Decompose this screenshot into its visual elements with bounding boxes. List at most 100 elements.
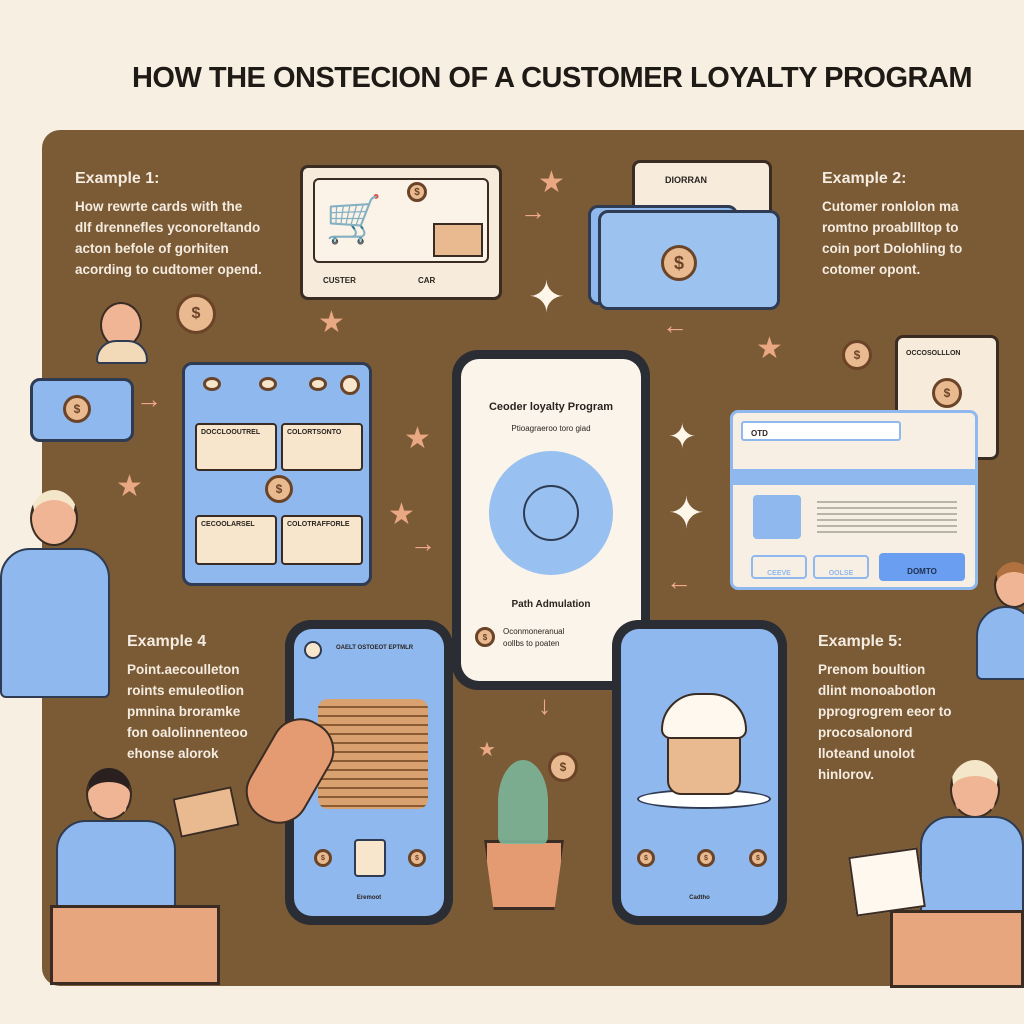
button-label: OOLSE [828,570,854,577]
card-label: DIORRAN [665,175,707,185]
coin-icon: $ [265,475,293,503]
phone-label: Eremoot [356,895,382,901]
sparkle-icon: ✦ [528,273,565,322]
button-label: CEEVE [767,570,791,577]
shopping-cart-icon: 🛒 [325,193,383,245]
lock-icon [354,839,386,877]
example-line: procosalonord [818,725,913,740]
card-label: CAR [418,276,436,285]
dot-icon [259,377,277,391]
app-title: Ceoder loyalty Program [488,401,614,413]
plant-leaves [498,760,548,844]
address-bar[interactable]: OTD [741,421,901,441]
star-icon: ★ [116,470,143,503]
example-line: Point.aecoulleton [127,662,240,677]
reward-box: DOCCLOOUTREL [195,423,277,471]
menu-icon [304,641,322,659]
coin-icon: $ [548,752,578,782]
star-icon: ★ [756,332,783,365]
plant-pot [484,840,564,910]
dot-icon [203,377,221,391]
box-label: COLORTSONTO [287,429,342,436]
app-subtitle: Ptioagraeroo toro giad [511,424,591,433]
card-label: OCCOSOLLLON [906,350,961,357]
browser-button[interactable]: OOLSE [813,555,869,579]
coin-icon: $ [63,395,91,423]
person-head [86,768,132,820]
example-line: acording to cudtomer opend. [75,262,262,277]
text-lines [817,501,957,533]
example-line: acton befole of gorhiten [75,241,229,256]
example-line: ehonse alorok [127,746,219,761]
footer-line: Oconmoneranual [503,627,565,636]
coin-icon: $ [637,849,655,867]
star-icon: ★ [404,422,431,455]
example-line: coin port Dolohling to [822,241,963,256]
example-heading: Example 1: [75,170,160,187]
dial-center [523,485,579,541]
arrow-icon: ↓ [538,690,551,720]
example-line: How rewrte cards with the [75,199,243,214]
arrow-icon: → [410,528,436,558]
example-line: cotomer opont. [822,262,921,277]
dot-icon [340,375,360,395]
arrow-icon: ← [666,566,692,596]
example-line: lloteand unolot [818,746,915,761]
done-button[interactable]: DOMTO [879,553,965,581]
badge-icon: $ [932,378,962,408]
card-label: CUSTER [323,276,356,285]
sparkle-icon: ✦ [668,489,705,538]
example-line: dlint monoabotlon [818,683,936,698]
example-line: romtno proabllltop to [822,220,959,235]
woman-head [30,490,78,546]
envelope-icon [433,223,483,257]
browser-window: OTD CEEVE OOLSE DOMTO [730,410,978,590]
coin-icon: $ [176,294,216,334]
cupcake-icon [667,729,741,795]
reward-card: $ [598,210,780,310]
woman-body [0,548,110,698]
counter [890,910,1024,988]
example-heading: Example 5: [818,633,903,650]
example-heading: Example 2: [822,170,907,187]
reward-box: COLORTSONTO [281,423,363,471]
example-2: Example 2: Cutomer ronlolon ma romtno pr… [822,170,962,280]
arrow-icon: → [520,196,546,226]
browser-bar [733,469,975,485]
page-title: HOW THE ONSTECION OF A CUSTOMER LOYALTY … [131,62,973,94]
image-placeholder [753,495,801,539]
example-1: Example 1: How rewrte cards with the dlf… [75,170,262,280]
phone-points: OAELT OSTOEOT EPTMLR $ $ Eremoot [285,620,453,925]
path-label: Path Admulation [511,599,591,610]
star-icon: ★ [388,498,415,531]
coin-icon: $ [842,340,872,370]
man-head [950,760,1000,818]
example-line: pprogrogrem eeor to [818,704,952,719]
example-heading: Example 4 [127,633,207,650]
frosting [661,693,747,739]
small-card: $ [30,378,134,442]
example-5: Example 5: Prenom boultion dlint monoabo… [818,633,952,785]
rewards-panel: DOCCLOOUTREL COLORTSONTO CECOOLARSEL COL… [182,362,372,586]
coin-icon: $ [407,182,427,202]
reward-box: COLOTRAFFORLE [281,515,363,565]
arrow-icon: ← [662,310,688,340]
sparkle-icon: ✦ [668,418,697,456]
example-line: Prenom boultion [818,662,926,677]
phone-label: Cadtho [689,895,710,901]
browser-button[interactable]: CEEVE [751,555,807,579]
address-text: OTD [751,429,768,438]
reward-box: CECOOLARSEL [195,515,277,565]
star-icon: ★ [538,166,565,199]
person-body [56,820,176,910]
coin-icon: $ [661,245,697,281]
person-body [96,340,148,364]
example-line: roints emuleotlion [127,683,245,698]
dot-icon [309,377,327,391]
box-label: DOCCLOOUTREL [201,429,261,436]
coin-icon: $ [314,849,332,867]
coin-stack [318,699,428,809]
example-4: Example 4 Point.aecoulleton roints emule… [127,633,248,764]
example-line: Cutomer ronlolon ma [822,199,959,214]
man-body [920,816,1024,916]
